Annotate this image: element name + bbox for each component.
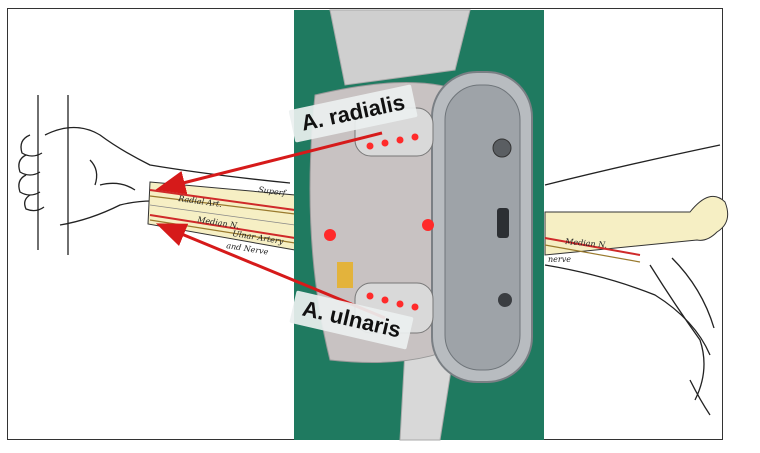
device-photo [294, 9, 544, 441]
left-forearm-dissection: Superf Radial Art. Median N. Ulnar Arter… [147, 181, 296, 257]
label-superficial: Superf [258, 185, 288, 198]
led-lights [324, 133, 434, 311]
label-median-nerve-right: Median N. [564, 237, 608, 250]
right-arm-drawing [544, 144, 721, 416]
arrow-radialis [155, 131, 383, 195]
right-forearm-dissection: Median N. nerve [544, 195, 729, 264]
label-nerve-right: nerve [548, 255, 571, 264]
